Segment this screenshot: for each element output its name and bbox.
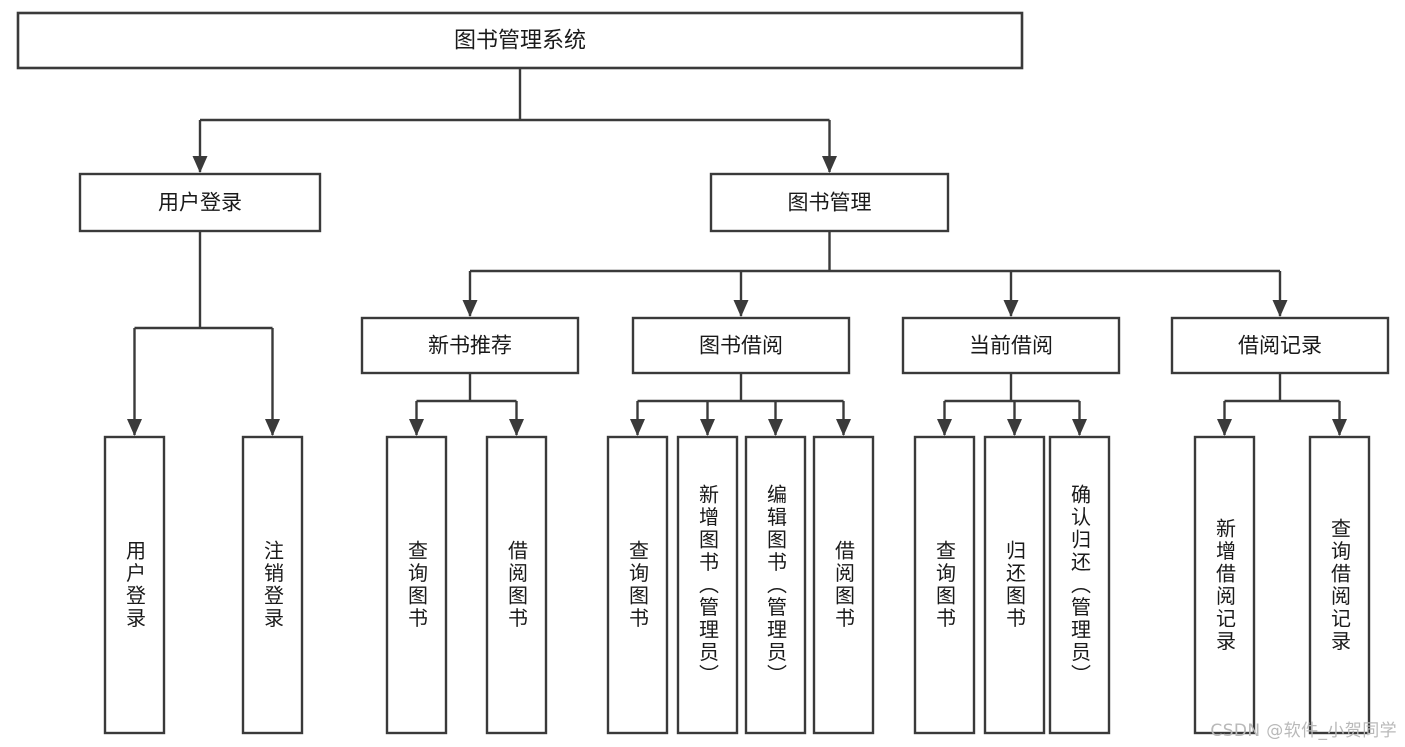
node-book-borrow[interactable]: 图书借阅 xyxy=(631,316,851,375)
node-box-leaf-logout xyxy=(241,435,304,735)
node-box-leaf-add-record xyxy=(1193,435,1256,735)
arrow-head-icon xyxy=(822,156,837,173)
node-leaf-query-book-3[interactable] xyxy=(913,435,976,735)
connector-group-book-borrow xyxy=(630,373,851,436)
node-leaf-add-record[interactable] xyxy=(1193,435,1256,735)
arrow-head-icon xyxy=(409,419,424,436)
arrow-head-icon xyxy=(630,419,645,436)
node-leaf-user-login[interactable] xyxy=(103,435,166,735)
node-box-book-manage xyxy=(709,172,950,233)
arrow-head-icon xyxy=(1007,419,1022,436)
arrow-head-icon xyxy=(1003,300,1019,317)
node-leaf-query-book-1[interactable] xyxy=(385,435,448,735)
node-leaf-add-book[interactable] xyxy=(676,435,739,735)
node-box-borrow-record xyxy=(1170,316,1390,375)
node-borrow-record[interactable]: 借阅记录 xyxy=(1170,316,1390,375)
arrow-head-icon xyxy=(1332,419,1347,436)
arrow-head-icon xyxy=(700,419,715,436)
node-label-borrow-record: 借阅记录 xyxy=(1238,334,1322,358)
node-leaf-edit-book[interactable] xyxy=(744,435,807,735)
connector-layer xyxy=(127,68,1347,436)
node-label-root: 图书管理系统 xyxy=(454,29,586,54)
node-box-leaf-return-book xyxy=(983,435,1046,735)
node-box-leaf-query-record xyxy=(1308,435,1371,735)
node-leaf-logout[interactable] xyxy=(241,435,304,735)
node-box-leaf-borrow-book-2 xyxy=(812,435,875,735)
node-box-book-borrow xyxy=(631,316,851,375)
node-label-user-login: 用户登录 xyxy=(158,191,242,215)
connector-group-root xyxy=(192,68,837,173)
arrow-head-icon xyxy=(192,156,208,173)
arrow-head-icon xyxy=(768,419,783,436)
arrow-head-icon xyxy=(937,419,952,436)
node-user-login[interactable]: 用户登录 xyxy=(78,172,322,233)
connector-group-user-login xyxy=(127,231,280,436)
node-leaf-return-book[interactable] xyxy=(983,435,1046,735)
node-box-leaf-edit-book xyxy=(744,435,807,735)
node-leaf-borrow-book-1[interactable] xyxy=(485,435,548,735)
arrow-head-icon xyxy=(127,419,142,436)
arrow-head-icon xyxy=(1272,300,1288,317)
node-leaf-confirm-return[interactable] xyxy=(1048,435,1111,735)
arrow-head-icon xyxy=(265,419,280,436)
node-label-current-borrow: 当前借阅 xyxy=(969,334,1053,358)
node-box-root xyxy=(16,11,1024,70)
node-current-borrow[interactable]: 当前借阅 xyxy=(901,316,1121,375)
node-book-manage[interactable]: 图书管理 xyxy=(709,172,950,233)
arrow-head-icon xyxy=(462,300,478,317)
connector-group-new-book-recommend xyxy=(409,373,524,436)
node-label-new-book-recommend: 新书推荐 xyxy=(428,334,512,358)
node-box-leaf-add-book xyxy=(676,435,739,735)
node-box-user-login xyxy=(78,172,322,233)
node-box-current-borrow xyxy=(901,316,1121,375)
connector-group-borrow-record xyxy=(1217,373,1347,436)
arrow-head-icon xyxy=(1217,419,1232,436)
connector-group-current-borrow xyxy=(937,373,1087,436)
node-box-leaf-user-login xyxy=(103,435,166,735)
node-leaf-query-book-2[interactable] xyxy=(606,435,669,735)
node-leaf-borrow-book-2[interactable] xyxy=(812,435,875,735)
node-root[interactable]: 图书管理系统 xyxy=(16,11,1024,70)
node-label-book-borrow: 图书借阅 xyxy=(699,334,783,358)
node-box-leaf-query-book-1 xyxy=(385,435,448,735)
node-box-new-book-recommend xyxy=(360,316,580,375)
arrow-head-icon xyxy=(836,419,851,436)
node-box-leaf-query-book-2 xyxy=(606,435,669,735)
connector-group-book-manage xyxy=(462,231,1288,317)
node-box-leaf-query-book-3 xyxy=(913,435,976,735)
node-box-leaf-confirm-return xyxy=(1048,435,1111,735)
node-label-book-manage: 图书管理 xyxy=(788,191,872,215)
node-box-leaf-borrow-book-1 xyxy=(485,435,548,735)
watermark-text: CSDN @软件_小贺同学 xyxy=(1210,721,1397,741)
arrow-head-icon xyxy=(733,300,749,317)
node-new-book-recommend[interactable]: 新书推荐 xyxy=(360,316,580,375)
node-leaf-query-record[interactable] xyxy=(1308,435,1371,735)
arrow-head-icon xyxy=(1072,419,1087,436)
arrow-head-icon xyxy=(509,419,524,436)
